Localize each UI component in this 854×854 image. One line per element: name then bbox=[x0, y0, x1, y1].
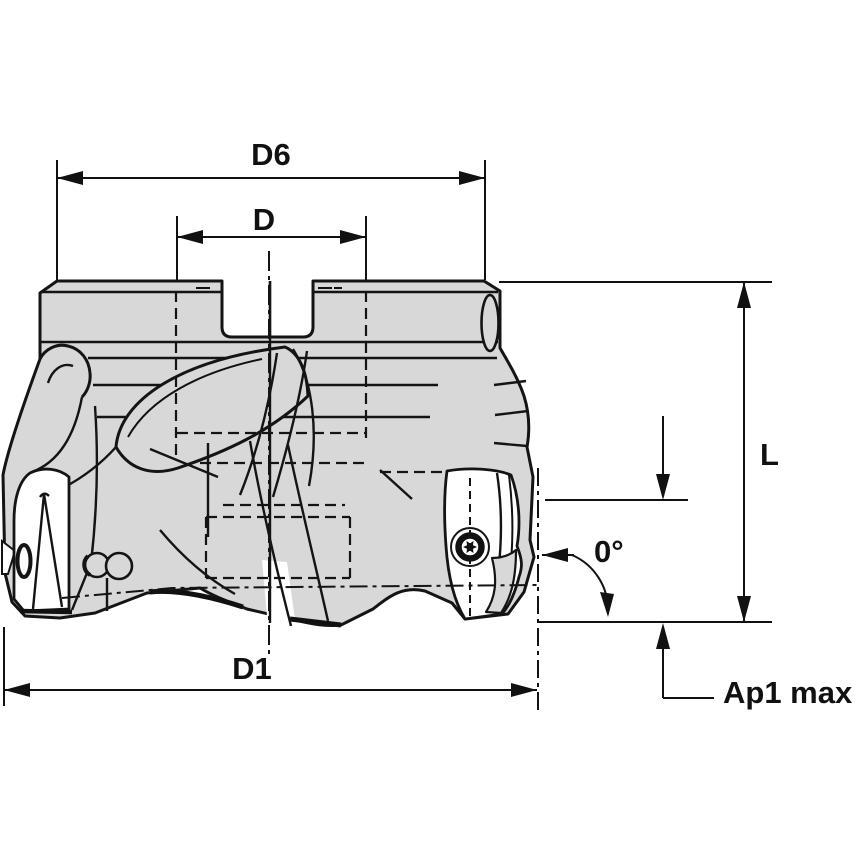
angle-arrow-left bbox=[542, 548, 568, 562]
d1-arrow-left bbox=[4, 683, 30, 697]
dimension-l: L bbox=[499, 281, 779, 623]
d6-arrow-right bbox=[459, 171, 485, 185]
body-silhouette bbox=[1, 279, 536, 627]
right-insert-seat-wedge bbox=[484, 548, 518, 615]
coolant-hole-shadow bbox=[82, 554, 92, 577]
ap1-max-label: Ap1 max bbox=[723, 675, 853, 710]
dimension-d6: D6 bbox=[56, 137, 486, 280]
left-insert bbox=[12, 467, 73, 615]
bottom-cutting-edge-thick2 bbox=[289, 616, 342, 628]
ap1-arrow-down bbox=[656, 474, 670, 500]
hidden-lines bbox=[61, 291, 541, 599]
dimension-ap1-max: Ap1 max bbox=[545, 416, 853, 710]
left-insert-bottom-edge bbox=[19, 608, 73, 615]
dimension-d: D bbox=[176, 202, 367, 281]
l-arrow-bottom bbox=[737, 596, 751, 622]
coolant-holes bbox=[82, 551, 134, 611]
d-extension-lines bbox=[176, 216, 367, 281]
left-tooth-dome bbox=[38, 343, 92, 399]
edge-reference-dashdot bbox=[61, 584, 541, 599]
right-insert bbox=[443, 467, 523, 621]
d6-label: D6 bbox=[251, 137, 291, 172]
flange-oval-hole bbox=[480, 293, 500, 353]
angle-arrow-down bbox=[600, 592, 614, 617]
left-edge-relief-notch bbox=[0, 538, 17, 575]
coolant-hole-icon bbox=[104, 551, 134, 581]
d-arrow-left bbox=[177, 230, 203, 244]
angle-label: 0° bbox=[594, 534, 624, 569]
dimension-d1: D1 bbox=[3, 468, 539, 710]
dimension-lead-angle: 0° bbox=[542, 534, 624, 617]
d1-arrow-right bbox=[511, 683, 537, 697]
left-insert-facet-lines bbox=[31, 492, 64, 610]
drive-slot-hidden bbox=[204, 503, 352, 580]
pocket-detail-lines bbox=[149, 443, 413, 596]
flute-edge-lines bbox=[238, 348, 315, 498]
d-arrow-right bbox=[340, 230, 366, 244]
bottom-cutting-edge-thick bbox=[149, 588, 244, 610]
center-flute-leaf bbox=[114, 345, 310, 473]
d-label: D bbox=[253, 202, 275, 237]
d6-arrow-left bbox=[57, 171, 83, 185]
right-band-ticks bbox=[493, 379, 529, 448]
center-flute-inner-curve bbox=[127, 358, 263, 438]
ap1-arrow-up bbox=[656, 623, 670, 649]
left-tooth-inner-arc bbox=[46, 363, 74, 384]
l-label: L bbox=[760, 437, 779, 472]
left-insert-face bbox=[12, 467, 71, 613]
left-insert-screw-side-icon bbox=[15, 543, 33, 579]
d6-extension-lines bbox=[56, 160, 486, 280]
l-arrow-top bbox=[737, 282, 751, 308]
d1-label: D1 bbox=[232, 651, 272, 686]
